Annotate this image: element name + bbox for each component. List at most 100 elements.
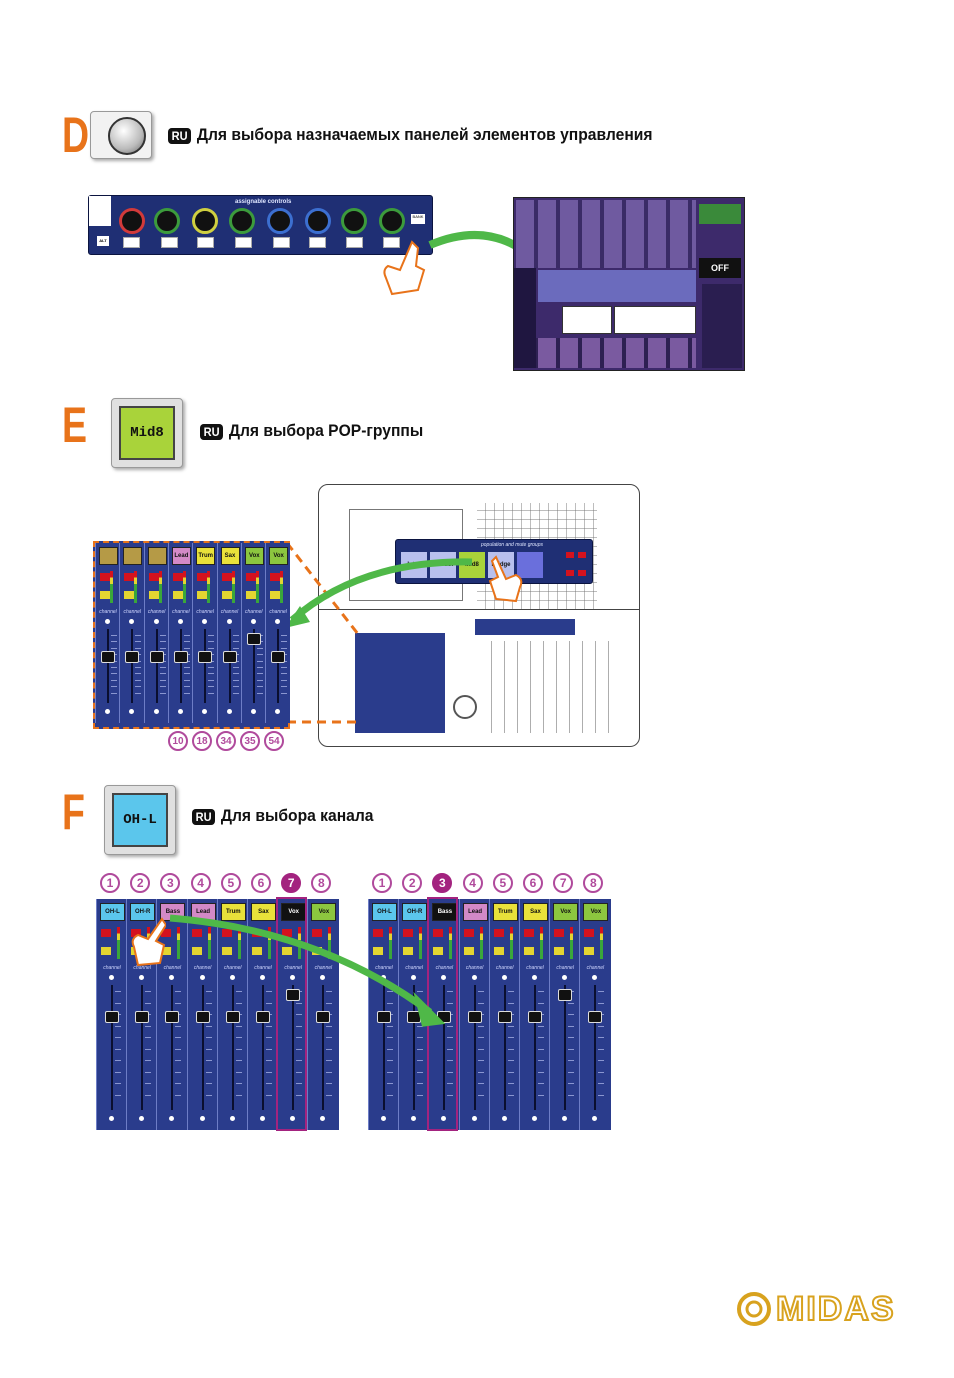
channel-name-chip[interactable] (123, 547, 143, 565)
solo-button[interactable] (191, 947, 202, 955)
channel-name-chip[interactable]: Lead (171, 547, 191, 565)
assign-button-7[interactable] (346, 237, 363, 248)
mute-button[interactable] (433, 929, 444, 937)
solo-button[interactable] (161, 947, 172, 955)
channel-name-chip[interactable]: Vox (244, 547, 264, 565)
solo-button[interactable] (100, 591, 110, 599)
mute-button[interactable] (124, 573, 135, 581)
fader-cap[interactable] (105, 1011, 119, 1023)
fader-cap[interactable] (198, 651, 213, 663)
channel-name-chip[interactable]: Sax (220, 547, 240, 565)
knob-2[interactable] (154, 208, 180, 234)
channel-name-chip[interactable]: Vox (311, 903, 337, 921)
assign-button-8[interactable] (383, 237, 400, 248)
solo-button[interactable] (403, 947, 414, 955)
assign-button-5[interactable] (273, 237, 290, 248)
channel-name-chip[interactable]: Vox (269, 547, 289, 565)
solo-button[interactable] (221, 947, 232, 955)
fader-cap[interactable] (528, 1011, 542, 1023)
mute-group-1[interactable] (566, 552, 574, 558)
mute-button[interactable] (197, 573, 208, 581)
knob-3[interactable] (192, 208, 218, 234)
assign-button-1[interactable] (123, 237, 140, 248)
mute-group-3[interactable] (566, 570, 574, 576)
fader-cap[interactable] (165, 1011, 180, 1023)
mute-button[interactable] (312, 929, 323, 937)
solo-button[interactable] (124, 591, 135, 599)
fader-cap[interactable] (271, 651, 286, 663)
assign-button-4[interactable] (235, 237, 252, 248)
fader-cap[interactable] (256, 1011, 270, 1023)
mute-button[interactable] (524, 929, 534, 937)
assign-button-6[interactable] (309, 237, 326, 248)
fader-cap[interactable] (377, 1011, 391, 1023)
solo-button[interactable] (433, 947, 444, 955)
channel-name-chip[interactable]: Vox (281, 903, 307, 921)
mute-button[interactable] (270, 573, 281, 581)
solo-button[interactable] (584, 947, 595, 955)
channel-select-button[interactable]: OH-L (104, 785, 176, 855)
solo-button[interactable] (524, 947, 534, 955)
pop-button-5[interactable] (517, 552, 543, 578)
channel-name-chip[interactable]: OH-R (402, 903, 428, 921)
pop-group-button[interactable]: Mid8 (111, 398, 183, 468)
fader-cap[interactable] (286, 989, 301, 1001)
assign-button-3[interactable] (197, 237, 214, 248)
mute-button[interactable] (148, 573, 159, 581)
channel-name-chip[interactable]: Vox (583, 903, 609, 921)
fader-cap[interactable] (225, 1011, 240, 1023)
knob-7[interactable] (341, 208, 367, 234)
fader-cap[interactable] (588, 1011, 603, 1023)
mute-button[interactable] (131, 929, 142, 937)
mute-button[interactable] (403, 929, 414, 937)
solo-button[interactable] (373, 947, 383, 955)
channel-name-chip[interactable]: Lead (462, 903, 488, 921)
channel-name-chip[interactable]: Vox (553, 903, 579, 921)
fader-cap[interactable] (467, 1011, 482, 1023)
solo-button[interactable] (172, 591, 183, 599)
knob-8[interactable] (379, 208, 405, 234)
solo-button[interactable] (463, 947, 474, 955)
channel-name-chip[interactable]: Sax (251, 903, 276, 921)
channel-name-chip[interactable]: Trum (492, 903, 518, 921)
channel-name-chip[interactable]: Trum (220, 903, 246, 921)
channel-name-chip[interactable]: Trum (196, 547, 216, 565)
solo-button[interactable] (197, 591, 208, 599)
mute-button[interactable] (221, 573, 232, 581)
fader-cap[interactable] (316, 1011, 331, 1023)
fader-cap[interactable] (497, 1011, 512, 1023)
mute-group-4[interactable] (578, 570, 586, 576)
knob-1[interactable] (119, 208, 145, 234)
mute-group-2[interactable] (578, 552, 586, 558)
fader-cap[interactable] (125, 651, 140, 663)
solo-button[interactable] (148, 591, 159, 599)
mute-button[interactable] (584, 929, 595, 937)
alt-button[interactable]: ALT (97, 236, 109, 246)
mute-button[interactable] (282, 929, 293, 937)
channel-name-chip[interactable]: OH-L (100, 903, 125, 921)
channel-name-chip[interactable]: OH-R (130, 903, 156, 921)
mute-button[interactable] (463, 929, 474, 937)
knob-6[interactable] (305, 208, 331, 234)
fader-cap[interactable] (195, 1011, 210, 1023)
mute-button[interactable] (493, 929, 504, 937)
knob-5[interactable] (267, 208, 293, 234)
assign-button-2[interactable] (161, 237, 178, 248)
bank-button[interactable]: BANK (411, 214, 425, 224)
fader-cap[interactable] (222, 651, 237, 663)
channel-name-chip[interactable] (147, 547, 167, 565)
mute-button[interactable] (101, 929, 111, 937)
mute-button[interactable] (245, 573, 256, 581)
solo-button[interactable] (245, 591, 256, 599)
solo-button[interactable] (270, 591, 281, 599)
mute-button[interactable] (554, 929, 565, 937)
knob-4[interactable] (229, 208, 255, 234)
mute-button[interactable] (161, 929, 172, 937)
channel-name-chip[interactable]: Sax (523, 903, 548, 921)
mute-button[interactable] (191, 929, 202, 937)
mute-button[interactable] (100, 573, 110, 581)
mute-button[interactable] (172, 573, 183, 581)
fader-cap[interactable] (149, 651, 164, 663)
fader-cap[interactable] (558, 989, 573, 1001)
fader-cap[interactable] (101, 651, 115, 663)
